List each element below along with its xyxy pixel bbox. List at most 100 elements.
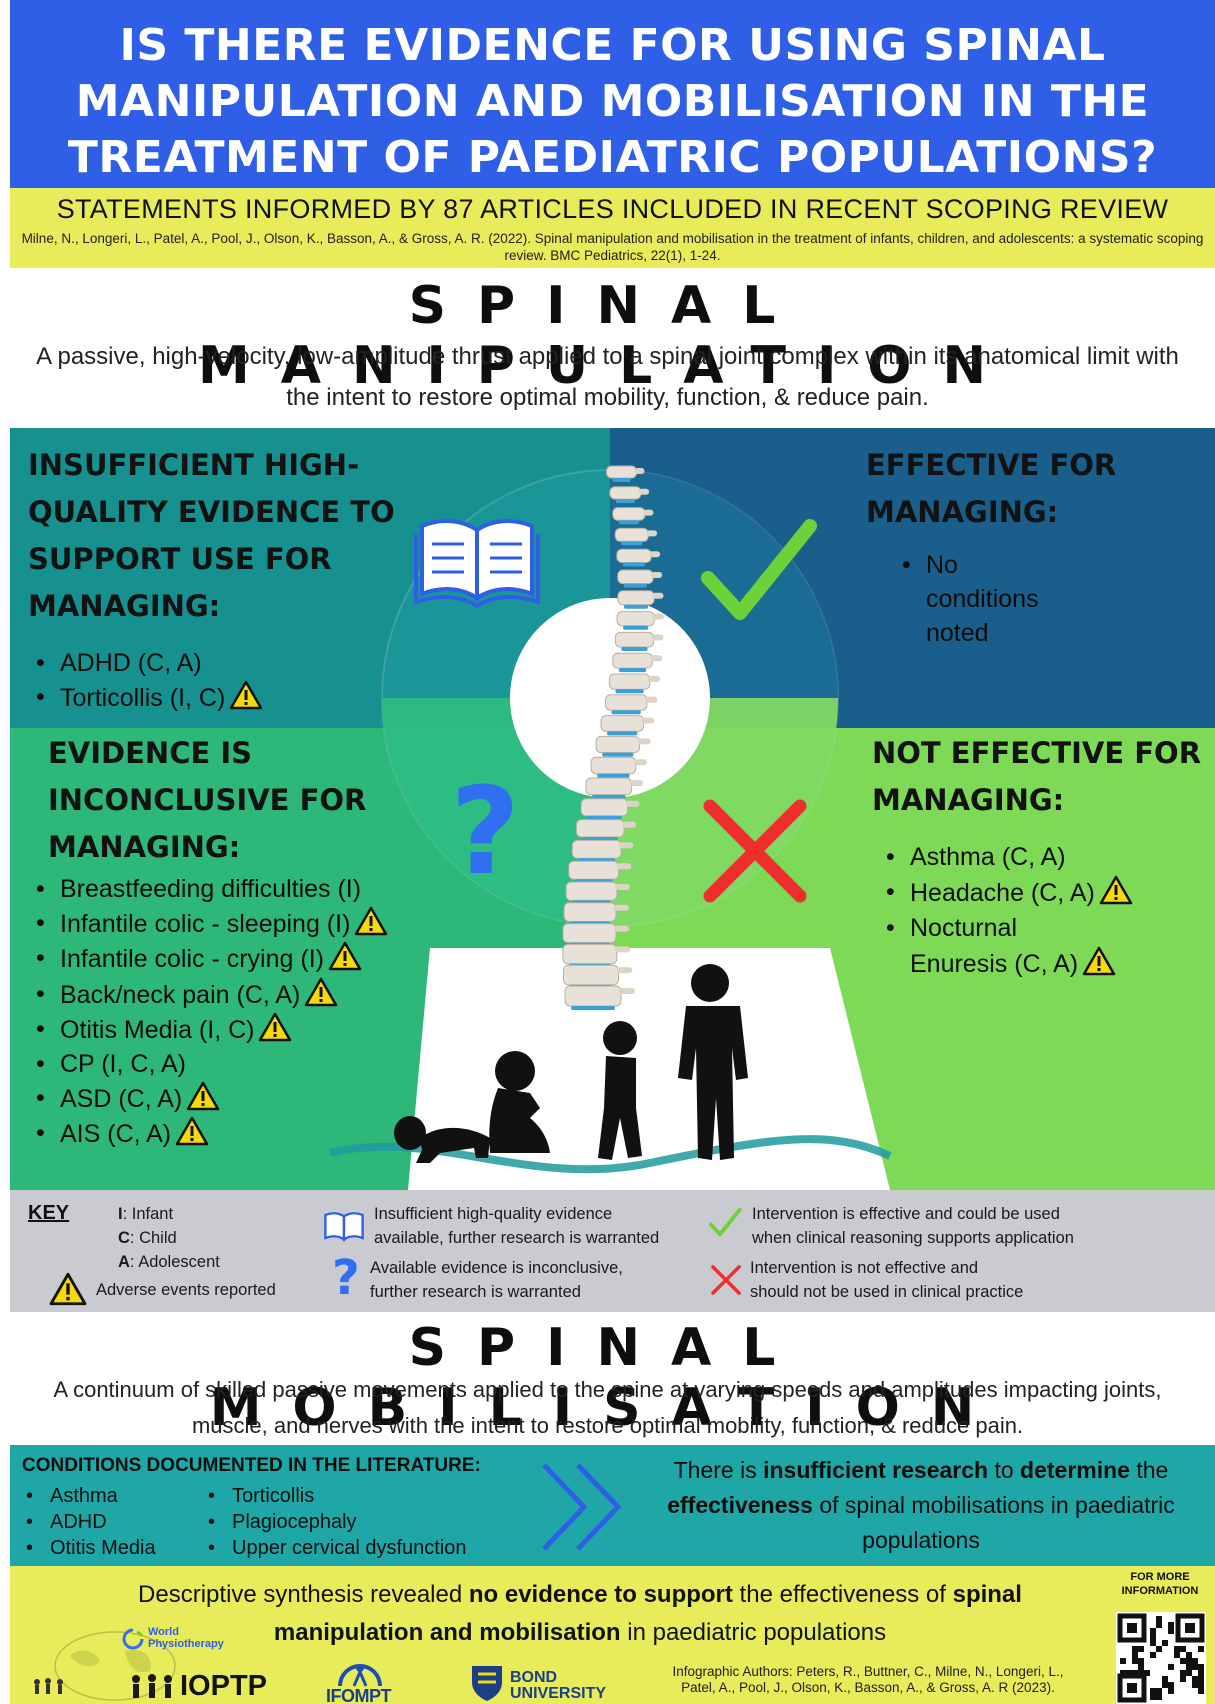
spinous-process [614,946,631,953]
intervertebral-disc [623,604,649,609]
qr-module [1150,1628,1156,1634]
effective-heading: EFFECTIVE FOR MANAGING: [866,442,1116,536]
question-icon: ? [332,1250,360,1306]
bond-university-logo: BOND UNIVERSITY [510,1670,606,1702]
more-info-label: FOR MORE INFORMATION [1121,1571,1199,1597]
warning-icon [230,680,263,710]
key-child: C: Child [118,1229,177,1247]
spinous-process [651,634,664,641]
list-item-text: Headache (C, A) [910,879,1095,907]
list-item-text: ASD (C, A) [60,1085,183,1114]
vertebra [616,548,652,563]
qr-module [1168,1628,1174,1634]
qr-module [1198,1688,1204,1694]
key-question-text: Available evidence is inconclusive, furt… [370,1256,623,1304]
spinous-process [616,863,632,870]
list-item: Breastfeeding difficulties (I) [34,872,388,906]
intervertebral-disc [592,794,626,799]
spine-illustration [562,465,664,1010]
vertebra [562,923,617,944]
qr-module [1126,1670,1132,1676]
mobilisation-conditions-band: CONDITIONS DOCUMENTED IN THE LITERATURE:… [10,1445,1215,1566]
vertebra [580,798,629,817]
qr-code-icon[interactable] [1116,1612,1206,1704]
summary-line: Descriptive synthesis revealed no eviden… [70,1576,1090,1614]
world-physiotherapy-logo-icon [122,1628,144,1650]
vertebra [568,860,620,880]
effective-list: No conditions noted [900,548,1040,650]
list-item: CP (I, C, A) [34,1047,388,1081]
heading-line: SUPPORT USE FOR [28,542,332,576]
intervertebral-disc [611,710,641,715]
vertebra [609,486,642,500]
key-label: Child [139,1229,177,1247]
summary-emphasis: spinal [952,1581,1022,1608]
qr-module [1174,1652,1180,1658]
list-item: Back/neck pain (C, A) [34,977,388,1012]
list-item: Otitis Media [24,1535,156,1561]
warning-icon [355,906,388,936]
summary-part: in paediatric populations [620,1619,887,1646]
evidence-quadrants: ? INSUFFICIENT HIGH- QUALITY EVIDENCE TO… [10,428,1215,1190]
list-item: Infantile colic - crying (I) [34,941,388,976]
vertebra [617,569,654,585]
insufficient-list: ADHD (C, A) Torticollis (I, C) [34,646,263,715]
mobilisation-conclusion: There is insufficient research to determ… [636,1453,1206,1558]
conditions-list-col2: Torticollis Plagiocephaly Upper cervical… [206,1483,467,1561]
vertebra [595,735,641,754]
list-item-text: Back/neck pain (C, A) [60,980,301,1009]
check-icon [701,519,817,620]
key-line: available, further research is warranted [374,1229,660,1247]
vertebra [590,756,637,775]
qr-module [1150,1694,1156,1700]
qr-module [1120,1670,1126,1676]
spinous-process [625,800,640,807]
qr-module [1132,1646,1138,1652]
vertebra [617,590,655,606]
key-line: Insufficient high-quality evidence [374,1205,613,1223]
list-item-continuation: Enuresis (C, A) [884,946,1133,982]
spinous-process [642,509,654,516]
key-line: further research is warranted [370,1283,581,1301]
qr-module [1138,1664,1144,1670]
qr-module [1162,1676,1168,1682]
vertebra [575,819,625,838]
statement-text: STATEMENTS INFORMED BY 87 ARTICLES INCLU… [56,194,1169,224]
vertebra [563,902,617,922]
intervertebral-disc [571,1006,615,1010]
logo-text: UNIVERSITY [510,1685,607,1702]
spinous-process [614,904,629,911]
ifompt-logo-icon [338,1664,382,1687]
not-effective-heading: NOT EFFECTIVE FOR MANAGING: [872,730,1201,824]
key-label: Adolescent [138,1253,220,1271]
heading-line: EVIDENCE IS [48,736,253,770]
key-line: when clinical reasoning supports applica… [752,1229,1074,1247]
intervertebral-disc [618,520,639,525]
conditions-list-col1: Asthma ADHD Otitis Media [24,1483,156,1561]
key-adolescent: A: Adolescent [118,1253,220,1271]
title-line: IS THERE EVIDENCE FOR USING SPINAL [119,20,1106,71]
list-item-text: No conditions noted [926,551,1039,647]
intervertebral-disc [621,647,648,651]
intervertebral-disc [615,499,635,504]
intervertebral-disc [607,731,638,736]
age-silhouettes-illustration [394,964,748,1163]
qr-module [1150,1640,1156,1646]
summary-emphasis: manipulation and mobilisation [273,1619,621,1646]
warning-icon [259,1012,292,1042]
summary-emphasis: no evidence to support [468,1581,733,1608]
list-item: Torticollis [206,1483,467,1509]
qr-module [1132,1658,1138,1664]
small-figures-icon [34,1678,63,1694]
intervertebral-disc [623,625,649,630]
qr-module [1156,1616,1162,1622]
qr-module [1120,1658,1126,1664]
qr-module [1138,1658,1144,1664]
ioptp-figures-icon [132,1674,172,1698]
qr-module [1192,1676,1198,1682]
heading-line: QUALITY EVIDENCE TO [28,495,395,529]
list-item: ADHD (C, A) [34,646,263,680]
warning-icon [305,977,338,1006]
vertebra [612,652,653,669]
check-icon [708,1207,742,1237]
